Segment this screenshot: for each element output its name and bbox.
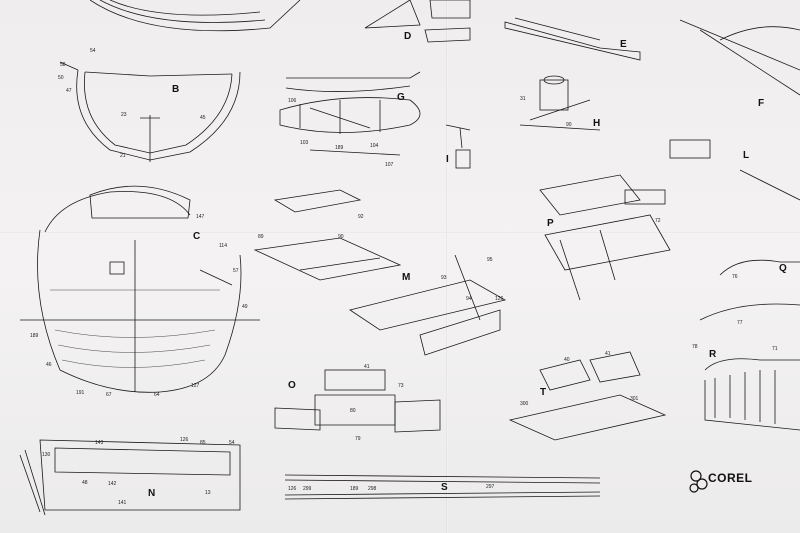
part-number: 189	[350, 486, 359, 492]
deck-frame-m	[253, 189, 507, 356]
part-number: 130	[42, 452, 51, 458]
label-f: F	[758, 98, 765, 109]
part-number: 47	[66, 88, 72, 94]
part-number: 189	[30, 333, 39, 339]
bitts-t	[508, 351, 667, 441]
label-l: L	[743, 150, 750, 161]
small-boat-g	[279, 71, 421, 156]
part-number: 45	[200, 115, 206, 121]
part-number: 72	[655, 218, 661, 224]
part-number: 126	[495, 296, 504, 302]
label-p: P	[547, 218, 554, 229]
part-number: 40	[564, 357, 570, 363]
part-number: 93	[441, 275, 447, 281]
part-number: 114	[219, 243, 227, 249]
label-o: O	[288, 380, 296, 391]
part-number: 298	[368, 486, 377, 492]
part-number: 85	[200, 440, 206, 446]
parts-f-l	[669, 19, 800, 201]
fold-line-horizontal	[0, 232, 800, 234]
part-number: 54	[90, 48, 96, 54]
part-number: 46	[46, 362, 52, 368]
part-number: 104	[370, 143, 379, 149]
part-number: 107	[385, 162, 394, 168]
label-g: G	[397, 92, 405, 103]
part-number: 21	[120, 153, 126, 159]
part-number: 13	[205, 490, 211, 496]
label-t: T	[540, 387, 547, 398]
part-number: 94	[466, 296, 472, 302]
label-n: N	[148, 488, 156, 499]
part-number: 300	[520, 401, 529, 407]
label-c: C	[193, 231, 201, 242]
part-number: 147	[196, 214, 205, 220]
part-number: 76	[732, 274, 738, 280]
stern-view-c	[20, 185, 260, 393]
grating-box-o	[274, 369, 441, 433]
parts-d-e	[364, 0, 641, 61]
part-number: 90	[338, 234, 344, 240]
part-number: 77	[737, 320, 743, 326]
part-number: 48	[82, 480, 88, 486]
part-number: 297	[486, 484, 495, 490]
part-number: 57	[233, 268, 239, 274]
part-number: 143	[95, 440, 104, 446]
part-number: 299	[303, 486, 312, 492]
part-number: 71	[772, 346, 778, 352]
part-number: 127	[191, 383, 200, 389]
part-number: 58	[60, 62, 66, 68]
frame-section-b	[59, 61, 241, 162]
lantern-i	[445, 124, 471, 169]
grating-frames-p	[539, 174, 671, 301]
label-r: R	[709, 349, 717, 360]
label-i: I	[446, 154, 449, 165]
label-e: E	[620, 39, 627, 50]
part-number: 54	[229, 440, 235, 446]
part-number: 126	[180, 437, 189, 443]
label-b: B	[172, 84, 180, 95]
part-number: 41	[364, 364, 370, 370]
label-s: S	[441, 482, 448, 493]
part-number: 73	[398, 383, 404, 389]
transom-n	[19, 439, 241, 516]
part-number: 189	[335, 145, 344, 151]
part-number: 41	[605, 351, 611, 357]
part-number: 141	[118, 500, 127, 506]
part-number: 67	[106, 392, 112, 398]
part-number: 78	[692, 344, 698, 350]
label-h: H	[593, 118, 601, 129]
hull-top-fragment	[89, 0, 301, 32]
part-number: 89	[258, 234, 264, 240]
part-number: 95	[487, 257, 493, 263]
corel-logo-icon	[689, 470, 708, 493]
part-number: 142	[108, 481, 117, 487]
winch-h	[519, 75, 601, 131]
spar-s	[284, 474, 601, 500]
corel-logo-text: COREL	[708, 471, 753, 485]
part-number: 106	[288, 98, 297, 104]
label-q: Q	[779, 263, 787, 274]
ribs-q-r	[699, 259, 800, 431]
part-number: 23	[121, 112, 127, 118]
part-number: 301	[630, 396, 639, 402]
part-number: 64	[154, 392, 160, 398]
part-number: 92	[358, 214, 364, 220]
fold-line-vertical	[446, 0, 448, 533]
part-number: 126	[288, 486, 297, 492]
part-number: 50	[58, 75, 64, 81]
part-number: 79	[355, 436, 361, 442]
part-number: 90	[566, 122, 572, 128]
label-d: D	[404, 31, 412, 42]
label-m: M	[402, 272, 411, 283]
part-number: 103	[300, 140, 309, 146]
part-number: 31	[520, 96, 526, 102]
part-number: 80	[350, 408, 356, 414]
part-number: 49	[242, 304, 248, 310]
part-number: 191	[76, 390, 85, 396]
